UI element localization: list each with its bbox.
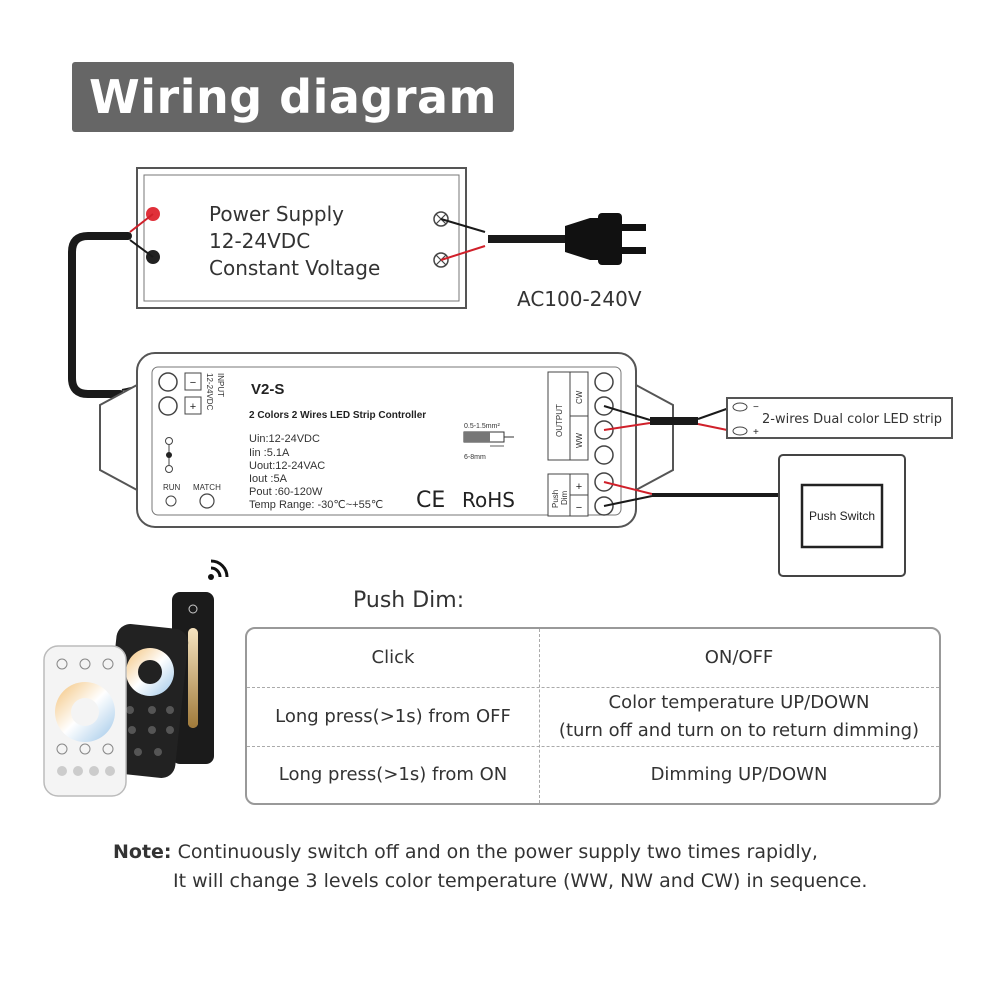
push-plus-label: +	[576, 481, 582, 493]
strip-plus-label: +	[753, 427, 759, 438]
ww-label: WW	[575, 432, 584, 448]
push-minus-label: −	[576, 502, 582, 514]
push-label: Push	[551, 490, 560, 508]
ce-mark: CE	[416, 488, 445, 513]
table-row: Long press(>1s) from ON Dimming UP/DOWN	[247, 747, 939, 803]
spec-line: Uin:12-24VDC	[249, 433, 320, 445]
controller-subtitle: 2 Colors 2 Wires LED Strip Controller	[249, 410, 426, 421]
note-block: Note: Continuously switch off and on the…	[113, 838, 867, 896]
note-line1: Continuously switch off and on the power…	[177, 841, 818, 863]
controller-model: V2-S	[251, 381, 284, 398]
ac-voltage-label: AC100-240V	[517, 287, 642, 311]
row-divider	[247, 746, 939, 747]
strip-minus-label: −	[753, 402, 759, 413]
result-text: Dimming UP/DOWN	[650, 764, 828, 785]
input-label: INPUT	[216, 373, 225, 397]
wifi-signal-icon	[208, 559, 229, 580]
ps-label-line2: 12-24VDC	[209, 229, 310, 253]
match-button	[199, 493, 215, 509]
input-plus-label: +	[190, 401, 196, 413]
title-banner: Wiring diagram	[72, 62, 514, 132]
spec-line: Iin :5.1A	[249, 447, 290, 459]
ps-label-line1: Power Supply	[209, 202, 344, 226]
ac-plug-icon	[565, 213, 646, 265]
result-cell: ON/OFF	[539, 629, 939, 687]
result-subtext: (turn off and turn on to return dimming)	[558, 720, 920, 741]
spec-line: Iout :5A	[249, 473, 288, 485]
led-strip: − + 2-wires Dual color LED strip	[726, 397, 953, 439]
result-text: ON/OFF	[704, 647, 774, 668]
push-switch: Push Switch	[778, 454, 906, 577]
strip-length-label: 6-8mm	[464, 454, 486, 461]
spec-line: Uout:12-24VAC	[249, 460, 325, 472]
output-terminal	[594, 445, 614, 465]
spec-line: Pout :60-120W	[249, 486, 323, 498]
push-switch-label: Push Switch	[809, 509, 875, 523]
cw-label: CW	[575, 390, 584, 404]
power-supply: Power Supply 12-24VDC Constant Voltage	[136, 167, 467, 309]
result-cell: Color temperature UP/DOWN (turn off and …	[539, 688, 939, 746]
white-remote-image	[43, 645, 127, 797]
led-strip-label: 2-wires Dual color LED strip	[762, 412, 942, 427]
run-label: RUN	[163, 483, 181, 492]
note-label: Note:	[113, 841, 172, 863]
page-title: Wiring diagram	[89, 70, 497, 124]
input-minus-label: −	[190, 377, 196, 389]
table-row: Click ON/OFF	[247, 629, 939, 687]
dim-label: Dim	[560, 490, 569, 505]
action-cell: Long press(>1s) from OFF	[275, 706, 511, 727]
wire-gauge-label: 0.5-1.5mm²	[464, 423, 500, 430]
ps-label-line3: Constant Voltage	[209, 256, 380, 280]
action-cell: Long press(>1s) from ON	[278, 764, 508, 785]
match-label: MATCH	[193, 483, 221, 492]
output-terminal	[594, 372, 614, 392]
input-terminal-minus	[158, 372, 178, 392]
controller-v2s: − + INPUT 12-24VDC V2-S 2 Colors 2 Wires…	[99, 352, 674, 528]
spec-line: Temp Range: -30℃~+55℃	[249, 499, 383, 511]
note-line2: It will change 3 levels color temperatur…	[173, 870, 868, 892]
push-dim-heading: Push Dim:	[353, 588, 465, 613]
push-dim-table: Click ON/OFF Long press(>1s) from OFF Co…	[245, 627, 941, 805]
table-row: Long press(>1s) from OFF Color temperatu…	[247, 688, 939, 746]
result-cell: Dimming UP/DOWN	[539, 747, 939, 803]
antenna-icon	[165, 437, 173, 473]
ac-cable	[440, 218, 565, 261]
action-cell: Click	[371, 647, 415, 668]
push-switch-cable	[603, 481, 780, 507]
input-voltage-label: 12-24VDC	[205, 373, 214, 411]
row-divider	[247, 687, 939, 688]
rohs-mark: RoHS	[462, 488, 515, 512]
output-label: OUTPUT	[555, 404, 564, 437]
column-divider	[539, 629, 540, 803]
result-text: Color temperature UP/DOWN	[608, 692, 870, 713]
input-terminal-plus	[158, 396, 178, 416]
run-led	[165, 495, 177, 507]
wire-strip-icon	[463, 431, 514, 447]
